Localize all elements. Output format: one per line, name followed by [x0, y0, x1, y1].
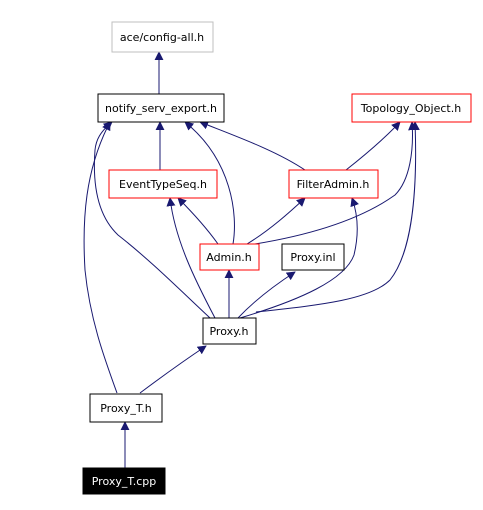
edges-layer	[83, 51, 420, 468]
node-proxy-h-label: Proxy.h	[209, 325, 248, 338]
edge-proxy-h-to-eventtypeseq	[166, 197, 216, 319]
edge-proxy-h-to-proxy-inl	[237, 271, 296, 319]
node-topology-object[interactable]: Topology_Object.h	[351, 93, 472, 123]
node-config-all[interactable]: ace/config-all.h	[111, 21, 214, 53]
node-admin-label: Admin.h	[206, 251, 252, 264]
node-proxy-t-h-label: Proxy_T.h	[100, 402, 152, 415]
edge-proxy-h-to-notify-serv-export	[93, 121, 211, 319]
node-notify-serv-export-label: notify_serv_export.h	[105, 102, 217, 115]
edge-admin-to-filteradmin	[246, 197, 306, 245]
node-topology-object-label: Topology_Object.h	[360, 102, 461, 115]
node-eventtypeseq[interactable]: EventTypeSeq.h	[108, 169, 218, 199]
node-filteradmin[interactable]: FilterAdmin.h	[288, 169, 379, 199]
node-proxy-inl-label: Proxy.inl	[290, 251, 335, 264]
edge-proxy-h-to-topology-object	[255, 121, 420, 313]
node-notify-serv-export[interactable]: notify_serv_export.h	[97, 93, 225, 123]
edge-admin-to-notify-serv-export	[184, 121, 235, 245]
edge-proxy-t-h-to-notify-serv-export	[83, 121, 118, 394]
node-proxy-t-cpp-label: Proxy_T.cpp	[92, 475, 157, 488]
node-proxy-inl[interactable]: Proxy.inl	[281, 243, 345, 271]
node-filteradmin-label: FilterAdmin.h	[297, 178, 370, 191]
nodes-layer: ace/config-all.h notify_serv_export.h To…	[82, 21, 472, 495]
edge-filteradmin-to-topology-object	[345, 121, 401, 171]
node-proxy-t-cpp[interactable]: Proxy_T.cpp	[82, 467, 166, 495]
node-eventtypeseq-label: EventTypeSeq.h	[119, 178, 207, 191]
edge-filteradmin-to-notify-serv-export	[199, 120, 306, 171]
node-proxy-t-h[interactable]: Proxy_T.h	[89, 393, 163, 423]
node-proxy-h[interactable]: Proxy.h	[202, 317, 257, 345]
node-config-all-label: ace/config-all.h	[120, 31, 204, 44]
edge-proxy-h-to-filteradmin	[239, 197, 359, 319]
node-admin[interactable]: Admin.h	[199, 243, 260, 271]
edge-proxy-t-h-to-proxy-h	[139, 345, 207, 394]
edge-admin-to-eventtypeseq	[177, 197, 219, 245]
edge-admin-to-topology-object	[254, 121, 418, 245]
